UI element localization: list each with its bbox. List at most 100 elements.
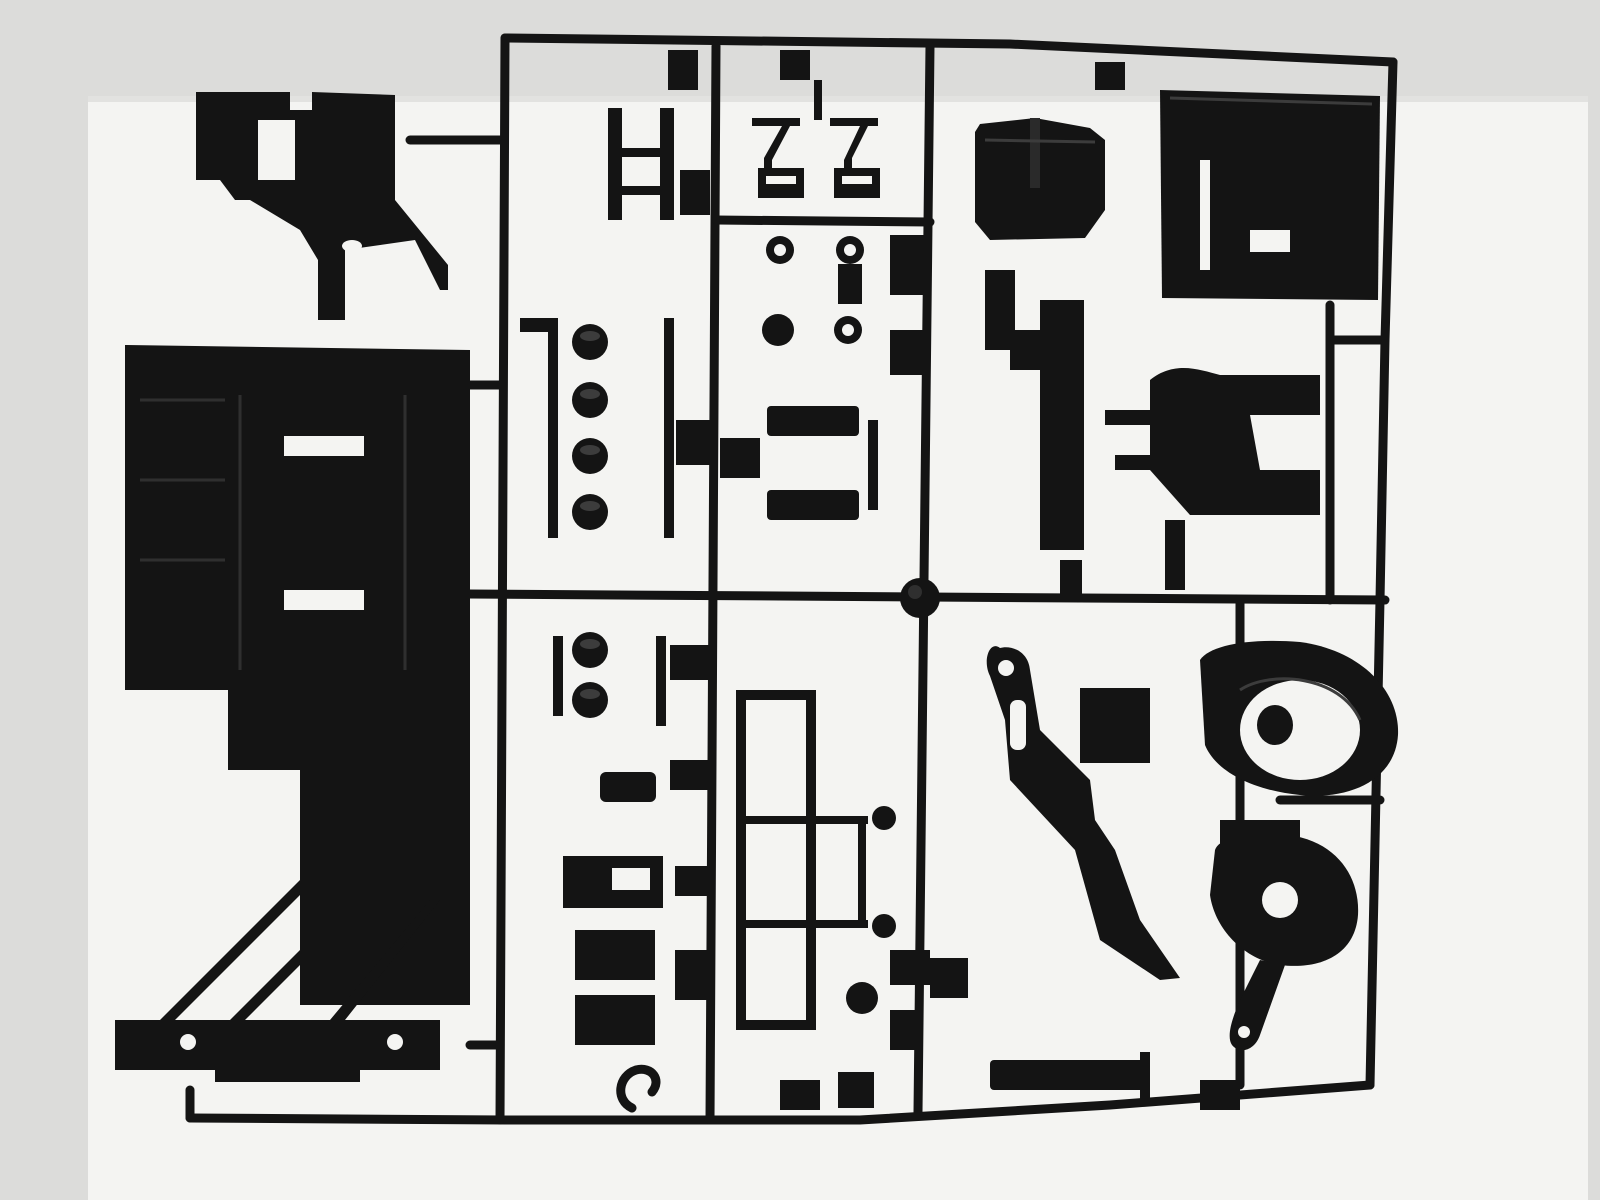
chassis-tray-rails	[160, 880, 440, 1020]
post-part	[838, 264, 862, 304]
column-two-parts	[720, 50, 925, 1110]
ladder-rung-1	[608, 148, 674, 157]
arm-part	[986, 646, 1180, 980]
plate-part-1-window	[612, 868, 650, 890]
hook-part	[616, 1064, 661, 1113]
column-three-holes	[998, 160, 1360, 1038]
box-part-edge	[984, 138, 1096, 144]
tab-col3-mid	[1165, 520, 1185, 590]
frame-part-right	[806, 690, 816, 1030]
round-part-1	[572, 324, 608, 360]
block-col2-b	[890, 1010, 920, 1050]
block-col2-c	[780, 1080, 820, 1110]
chassis-details	[140, 395, 407, 670]
cylinder-part-2-hole	[1262, 882, 1298, 918]
tab-top-left	[668, 50, 698, 90]
column-two-holes	[766, 176, 872, 336]
round-part-6	[572, 682, 608, 718]
sprue-gate-hub-shine	[908, 585, 922, 599]
cylinder-part-1-opening	[1240, 680, 1360, 780]
column-one-highlights	[580, 331, 600, 699]
ring-part-2-hole	[844, 244, 856, 256]
cylinder-part-1-inner	[1257, 705, 1293, 745]
block-col3-mid	[1080, 688, 1150, 763]
frame-part-cross-1	[746, 816, 868, 824]
chassis-openings	[180, 120, 403, 1050]
round-part-3-shine	[580, 445, 600, 455]
tab-lower-col1-b	[675, 950, 710, 1000]
bar-part-2	[767, 490, 859, 520]
frame-part-inner	[858, 816, 866, 928]
bar-part-1	[767, 406, 859, 436]
chassis-body	[125, 345, 470, 690]
scoop-part	[1150, 368, 1320, 515]
frame-part-left	[736, 690, 746, 1030]
chassis-slot-bottom	[284, 590, 364, 610]
chassis-hole-2	[387, 1034, 403, 1050]
box-part-inner-fin	[1030, 118, 1040, 188]
round-part-rail-left	[520, 318, 554, 332]
arm-part-slot	[1010, 700, 1026, 750]
chassis-notch	[258, 120, 295, 180]
scoop-fins	[1105, 410, 1160, 470]
chassis-hole-1	[180, 1034, 196, 1050]
runner-vertical-1	[705, 41, 721, 1125]
tab-col2-upper-right	[890, 235, 925, 295]
block-col3-low-2	[890, 950, 930, 985]
tab-mid-col1	[670, 645, 710, 680]
round-part-rail-2	[656, 636, 666, 726]
long-rail-part	[1040, 300, 1084, 550]
clip-part	[600, 772, 656, 802]
ring-part-3-hole	[842, 324, 854, 336]
round-part-6-shine	[580, 689, 600, 699]
round-part-4	[572, 494, 608, 530]
chassis-tray	[115, 1020, 440, 1082]
small-block-right-window	[842, 176, 872, 184]
tab-lower-col1-a	[675, 866, 710, 896]
tab-col3-top	[1095, 62, 1125, 90]
bracket-right	[830, 118, 878, 168]
tab-upper-right-col1	[680, 170, 710, 215]
frame-left-runner	[495, 33, 510, 1125]
l-bracket-part	[985, 270, 1040, 370]
round-part-5	[572, 632, 608, 668]
panel-edge	[1169, 96, 1373, 106]
tab-col3-mid-2	[1060, 560, 1082, 600]
sprue-gate-hub	[900, 578, 940, 618]
bar-part-stem	[868, 420, 878, 510]
round-part-2-shine	[580, 389, 600, 399]
block-col3-bottom	[1200, 1080, 1240, 1110]
bar-part-3	[990, 1060, 1150, 1090]
cap-part-1	[762, 314, 794, 346]
ring-part-1-hole	[774, 244, 786, 256]
stud-part-2	[872, 914, 896, 938]
column-three-parts	[890, 62, 1399, 1110]
cylinder-part-1-rim	[1239, 677, 1362, 721]
small-block-left-window	[766, 176, 796, 184]
chassis-rib-3	[140, 398, 225, 562]
tab-col2-bar	[720, 438, 760, 478]
frame-top	[500, 33, 1398, 67]
round-rail-tab	[676, 420, 716, 465]
chassis-bracket-hole	[342, 240, 362, 252]
round-part-2	[572, 382, 608, 418]
bar-part-stem-2	[1140, 1052, 1150, 1100]
column-three-shines	[984, 96, 1373, 721]
column-three-inner	[1257, 705, 1293, 745]
frame-part-top	[736, 690, 816, 700]
plate-part-3	[575, 995, 655, 1045]
round-part-4-shine	[580, 501, 600, 511]
round-part-rail	[664, 318, 674, 538]
ladder-part-2	[660, 108, 674, 220]
frame-right	[1365, 57, 1398, 1090]
round-part-5-shine	[580, 639, 600, 649]
panel-window	[1250, 230, 1290, 252]
tab-top-col2	[780, 50, 810, 80]
frame-part-bottom	[736, 1020, 816, 1030]
chassis-slot-top	[284, 436, 364, 456]
frame-part-cross-2	[746, 920, 868, 928]
panel-part	[1160, 90, 1380, 300]
clip-tab	[670, 760, 710, 790]
